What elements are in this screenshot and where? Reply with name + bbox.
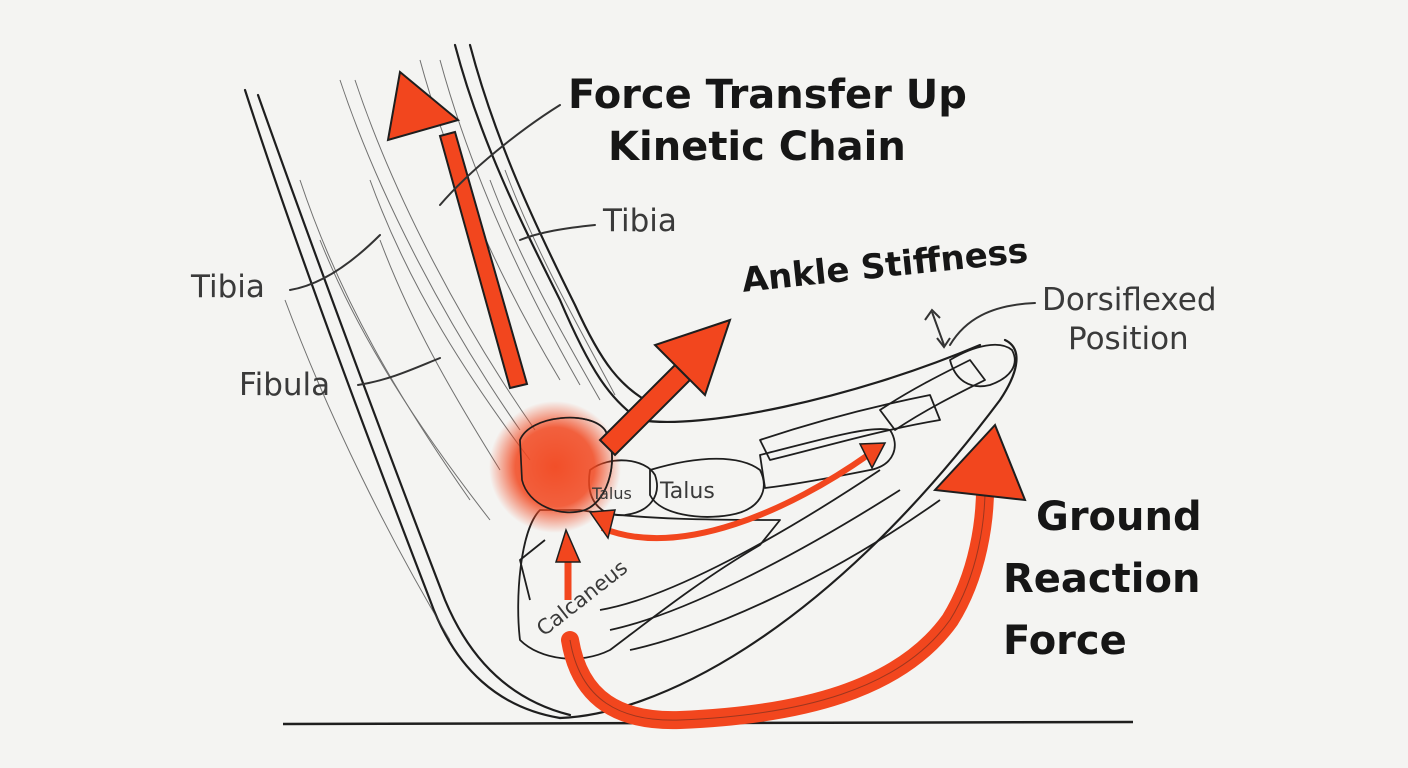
ground-reaction-label-line3: Force [1003, 618, 1127, 664]
calcaneus-arrow [554, 527, 582, 600]
ankle-stiffness-arrow [598, 318, 732, 457]
tibia-label-right: Tibia [603, 203, 677, 239]
dorsiflex-double-arrow [924, 308, 951, 349]
leader-lines [289, 104, 1036, 386]
dorsiflexed-label-line2: Position [1068, 321, 1189, 357]
fibula-label: Fibula [239, 367, 331, 403]
ground-reaction-arrow [561, 423, 1027, 730]
ankle-joint-bone [519, 416, 613, 514]
dorsiflexed-label-line1: Dorsiflexed [1042, 282, 1217, 318]
talus-label: Talus [660, 479, 715, 504]
ground-reaction-label-line1: Ground [1036, 494, 1202, 540]
force-transfer-arrow [386, 70, 529, 390]
ground-reaction-label-line2: Reaction [1003, 556, 1201, 602]
force-transfer-label-line2: Kinetic Chain [608, 124, 906, 170]
force-transfer-label-line1: Force Transfer Up [568, 72, 967, 118]
ankle-joint-glow [489, 401, 621, 533]
arch-arrow [588, 442, 887, 542]
tibia-label-left: Tibia [191, 269, 265, 305]
talus-small-label: Talus [592, 484, 632, 503]
